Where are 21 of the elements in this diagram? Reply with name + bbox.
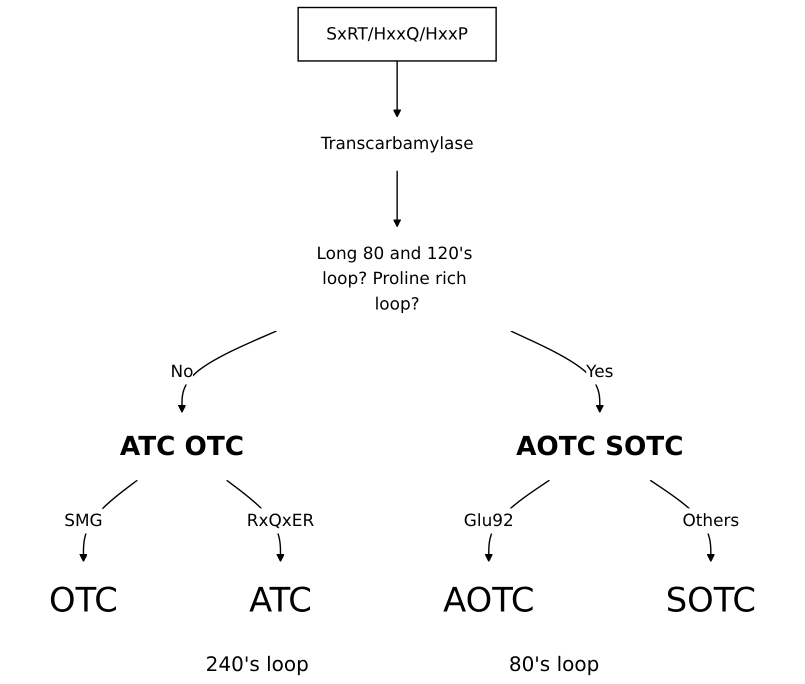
edge-label: Glu92: [464, 511, 514, 531]
arrow: [178, 330, 277, 413]
node-text: OTC: [49, 581, 118, 620]
edge-label: Yes: [586, 362, 614, 382]
node-text: ATC: [249, 581, 312, 620]
arrow: [510, 330, 604, 413]
edge-label: SMG: [64, 511, 103, 531]
node-box: SxRT/HxxQ/HxxP: [297, 6, 497, 62]
node-text: Long 80 and 120's loop? Proline rich loop?: [316, 244, 472, 314]
node-text: SOTC: [666, 581, 756, 620]
edge-label: No: [170, 362, 194, 382]
node-text: AOTC: [443, 581, 534, 620]
note-text: 80's loop: [508, 652, 600, 676]
node-text: ATC OTC: [120, 430, 244, 462]
arrow: [393, 60, 402, 118]
edge-label: Others: [682, 511, 740, 531]
node-text: AOTC SOTC: [516, 430, 684, 462]
note-text: 240's loop: [206, 652, 309, 676]
node-text: Transcarbamylase: [320, 134, 474, 154]
edge-label: RxQxER: [246, 511, 314, 531]
arrow: [393, 170, 402, 228]
